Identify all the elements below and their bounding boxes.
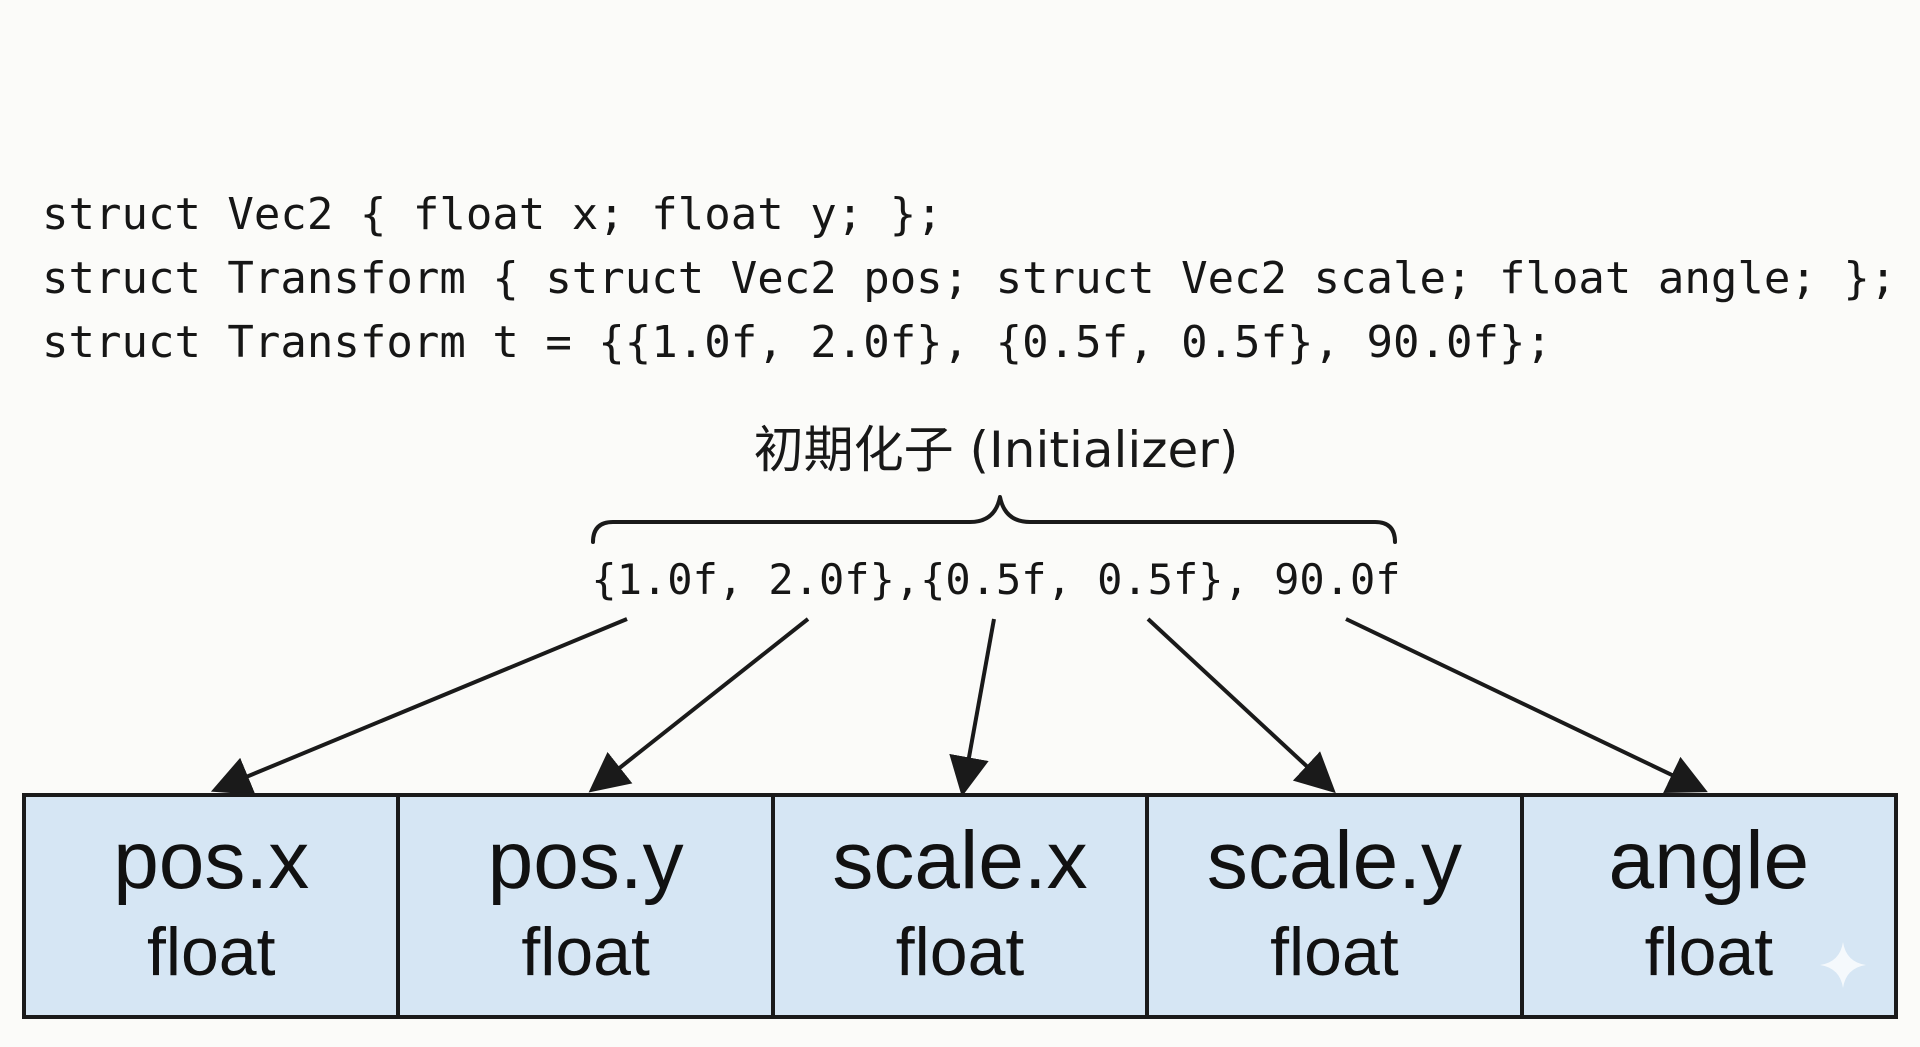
cell-name: angle <box>1608 815 1810 906</box>
code-line-vec2: struct Vec2 { float x; float y; }; <box>42 189 943 240</box>
cell-type: float <box>146 914 276 990</box>
cell-name: scale.x <box>832 815 1088 906</box>
initializer-values: {1.0f, 2.0f},{0.5f, 0.5f}, 90.0f <box>591 555 1401 604</box>
cell-name: pos.y <box>487 815 684 906</box>
code-line-transform: struct Transform { struct Vec2 pos; stru… <box>42 253 1897 304</box>
code-line-init: struct Transform t = {{1.0f, 2.0f}, {0.5… <box>42 317 1552 368</box>
cell-type: float <box>895 914 1025 990</box>
memory-cell-pos-x: pos.x float <box>26 797 401 1015</box>
cell-type: float <box>1270 914 1399 990</box>
initializer-title: 初期化子 (Initializer) <box>753 421 1239 479</box>
cell-name: scale.y <box>1206 815 1463 906</box>
arrow-scale-y <box>1146 617 1336 794</box>
initializer-brace <box>591 495 1397 544</box>
arrow-pos-x <box>210 617 628 795</box>
memory-layout-row: pos.x float pos.y float scale.x float sc… <box>22 793 1898 1019</box>
memory-cell-pos-y: pos.y float <box>400 797 775 1015</box>
code-block: struct Vec2 { float x; float y; }; struc… <box>42 183 1896 375</box>
arrow-angle <box>1345 617 1708 793</box>
cell-type: float <box>1644 914 1774 990</box>
sparkle-icon <box>1820 942 1866 988</box>
arrow-pos-y <box>588 617 810 793</box>
memory-cell-angle: angle float <box>1524 797 1894 1015</box>
arrow-scale-x <box>949 618 996 797</box>
memory-cell-scale-x: scale.x float <box>775 797 1150 1015</box>
memory-cell-scale-y: scale.y float <box>1149 797 1524 1015</box>
cell-name: pos.x <box>113 815 310 906</box>
cell-type: float <box>521 914 650 990</box>
